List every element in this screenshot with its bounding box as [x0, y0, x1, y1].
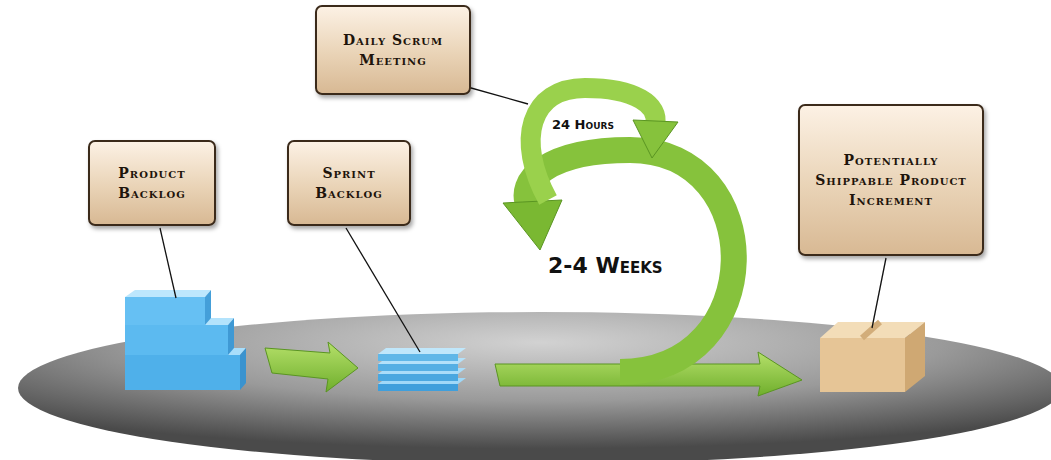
leader-line — [346, 228, 420, 352]
leader-line — [872, 258, 886, 328]
sprint-loop — [527, 150, 734, 372]
process-box: Daily Scrum Meeting — [315, 5, 471, 95]
leader-line — [464, 86, 528, 104]
daily-loop-head — [633, 120, 678, 158]
duration-label: 24 Hours — [550, 117, 616, 133]
box-label: Potentially Shippable Product Increment — [810, 150, 972, 211]
product-package — [820, 322, 925, 392]
product-backlog-stack — [125, 290, 246, 390]
leader-line — [160, 228, 176, 298]
flow-arrow — [265, 342, 358, 392]
box-label: Sprint Backlog — [299, 163, 399, 204]
process-box: Potentially Shippable Product Increment — [798, 104, 984, 256]
sprint-loop-head — [503, 200, 562, 250]
process-box: Product Backlog — [88, 140, 216, 226]
box-label: Daily Scrum Meeting — [327, 30, 459, 71]
process-box: Sprint Backlog — [287, 140, 411, 226]
daily-loop — [531, 88, 656, 200]
floor-ellipse — [18, 312, 1051, 460]
sprint-backlog-stack — [378, 348, 466, 391]
duration-label: 2-4 Weeks — [546, 253, 665, 279]
box-label: Product Backlog — [100, 163, 204, 204]
